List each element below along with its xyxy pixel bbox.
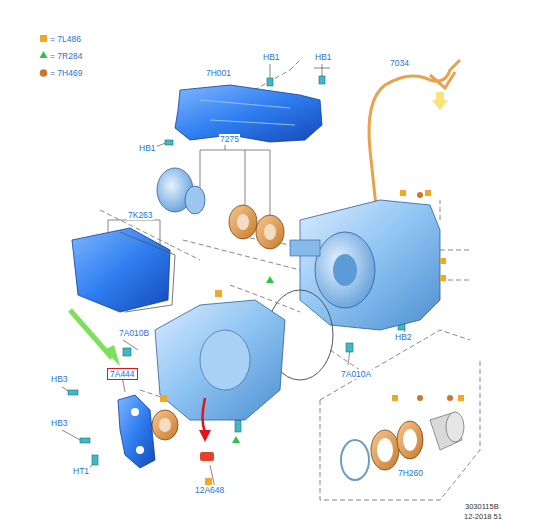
callout-number: 7K263 <box>127 210 154 220</box>
callout-number: 7A010B <box>118 328 150 338</box>
part-number: 7A444 <box>108 369 137 379</box>
legend-text: = 7H469 <box>50 68 82 78</box>
callout-number: HB1 <box>314 52 333 62</box>
callout-number: 7H260 <box>397 468 424 478</box>
callout-number: HB3 <box>50 374 69 384</box>
callout-number: HB1 <box>138 143 157 153</box>
callout-number: 7H001 <box>205 68 232 78</box>
callout-number: 3030115B <box>464 502 500 511</box>
callout-number: 7A010A <box>340 369 372 379</box>
highlight-box: 7A444 <box>107 368 138 380</box>
legend-text: = 7L486 <box>50 34 81 44</box>
callout-number: HB2 <box>394 332 413 342</box>
legend-text: = 7R284 <box>50 51 82 61</box>
callout-number: 12A648 <box>194 485 225 495</box>
callout-number: 7275 <box>219 134 240 144</box>
callout-number: HT1 <box>72 466 90 476</box>
callout-number: HB3 <box>50 418 69 428</box>
callout-number: 12-2018 51 <box>463 512 503 521</box>
callout-number: 7034 <box>389 58 410 68</box>
callout-number: HB1 <box>262 52 281 62</box>
